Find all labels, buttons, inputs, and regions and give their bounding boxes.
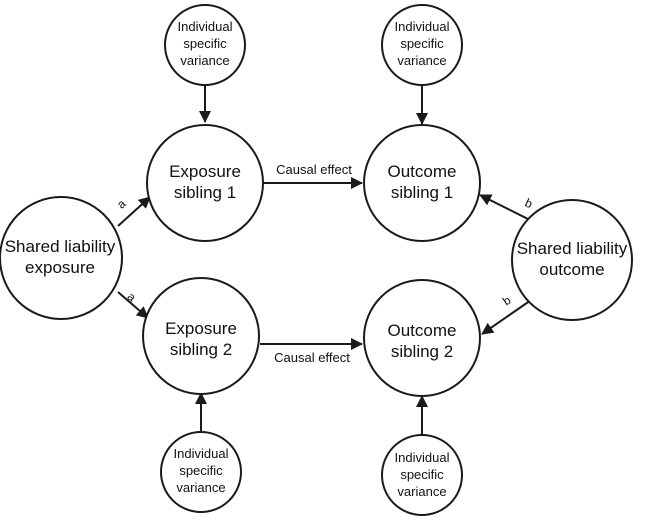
node-label-line1: Outcome (388, 162, 457, 181)
node-label-line3: variance (180, 53, 229, 68)
node-shared-liability-exposure: Shared liability exposure (0, 196, 123, 320)
edges (117, 85, 535, 435)
node-label-line2: sibling 2 (391, 342, 453, 361)
path-b-label-top: b (523, 196, 535, 212)
edge-shared-exposure-to-exposure-1 (117, 196, 151, 227)
node-exposure-sibling-2: Exposure sibling 2 (142, 277, 260, 395)
node-label-line2: sibling 2 (170, 340, 232, 359)
edge-labels: Causal effect Causal effect a a b b (114, 162, 535, 365)
path-b-label-bottom: b (500, 293, 514, 309)
node-label-line1: Individual (174, 446, 229, 461)
node-label-line2: specific (183, 36, 227, 51)
node-label-line1: Exposure (169, 162, 241, 181)
node-label-line2: specific (400, 467, 444, 482)
node-label-line2: specific (400, 36, 444, 51)
node-label-line1: Shared liability (517, 239, 628, 258)
node-outcome-sibling-1: Outcome sibling 1 (363, 124, 481, 242)
node-exposure-sibling-1: Exposure sibling 1 (146, 124, 264, 242)
node-label-line2: outcome (539, 260, 604, 279)
node-label-line3: variance (397, 484, 446, 499)
causal-effect-label-top: Causal effect (276, 162, 352, 177)
node-label-line2: sibling 1 (174, 183, 236, 202)
edge-shared-outcome-to-outcome-1 (479, 194, 535, 223)
node-isv-top-right: Individual specific variance (381, 4, 463, 86)
causal-effect-label-bottom: Causal effect (274, 350, 350, 365)
node-isv-bottom-left: Individual specific variance (160, 431, 242, 513)
node-shared-liability-outcome: Shared liability outcome (511, 199, 633, 321)
node-label-line2: exposure (25, 258, 95, 277)
node-outcome-sibling-2: Outcome sibling 2 (363, 279, 481, 397)
node-isv-bottom-right: Individual specific variance (381, 434, 463, 516)
path-a-label-top: a (114, 196, 129, 211)
node-label-line1: Individual (178, 19, 233, 34)
edge-shared-outcome-to-outcome-2 (481, 297, 535, 335)
node-label-line2: specific (179, 463, 223, 478)
node-label-line2: sibling 1 (391, 183, 453, 202)
node-label-line1: Individual (395, 450, 450, 465)
node-label-line1: Shared liability (5, 237, 116, 256)
node-isv-top-left: Individual specific variance (164, 4, 246, 86)
node-label-line3: variance (397, 53, 446, 68)
edge-shared-exposure-to-exposure-2 (117, 291, 149, 319)
node-label-line1: Outcome (388, 321, 457, 340)
node-label-line3: variance (176, 480, 225, 495)
node-label-line1: Individual (395, 19, 450, 34)
node-label-line1: Exposure (165, 319, 237, 338)
path-a-label-bottom: a (125, 289, 139, 304)
